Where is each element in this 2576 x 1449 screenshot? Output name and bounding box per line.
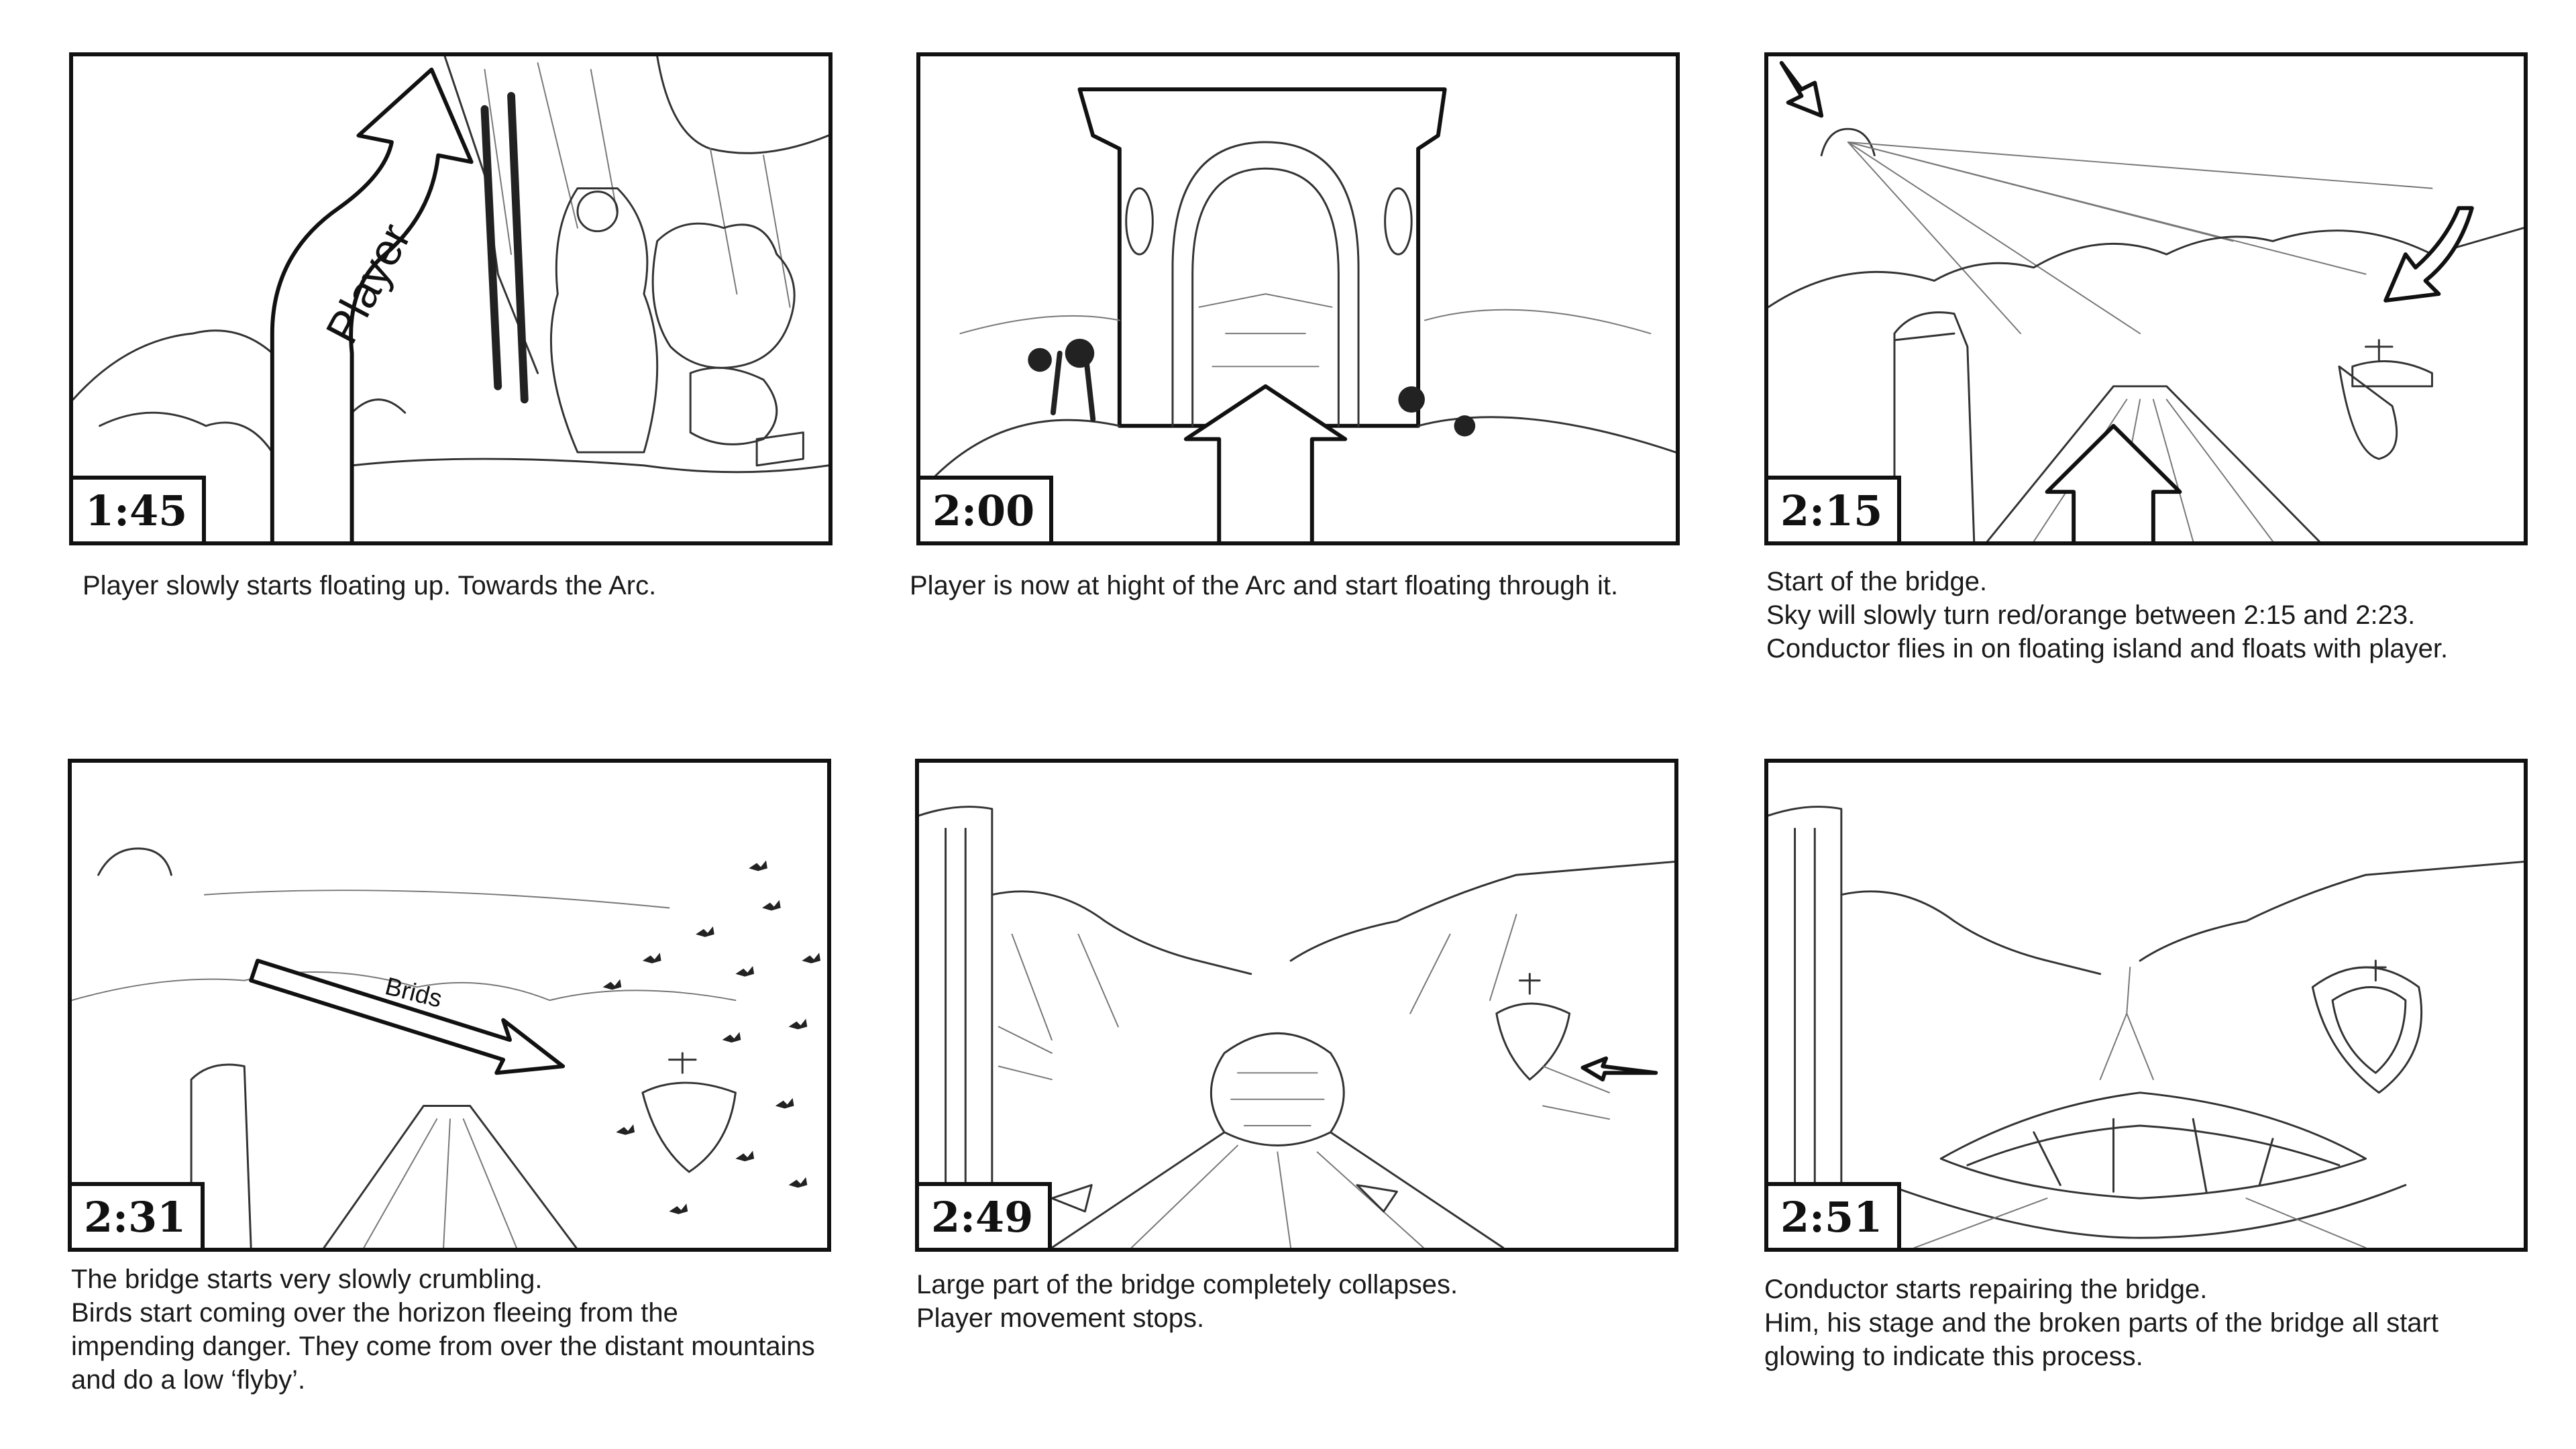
caption-line: Birds start coming over the horizon flee… [71, 1298, 678, 1328]
sketch-bridge-start [1768, 60, 2524, 541]
caption-line: Conductor starts repairing the bridge. [1764, 1275, 2208, 1304]
caption-line: Sky will slowly turn red/orange between … [1766, 600, 2416, 630]
sketch-bridge-repair [1768, 806, 2524, 1248]
panel-6-caption: Conductor starts repairing the bridge. H… [1764, 1273, 2438, 1373]
panel-5-timestamp: 2:49 [919, 1182, 1053, 1248]
caption-line: Player slowly starts floating up. Toward… [83, 571, 657, 600]
caption-line: Player movement stops. [916, 1303, 1205, 1333]
panel-2-caption: Player is now at hight of the Arc and st… [910, 569, 1618, 602]
panel-1-timestamp: 1:45 [73, 476, 207, 541]
storyboard-panel-2: 2:00 [916, 52, 1680, 545]
caption-line: and do a low ‘flyby’. [71, 1365, 306, 1395]
panel-1-caption: Player slowly starts floating up. Toward… [83, 569, 656, 602]
sketch-waterfall-statue: Player [73, 56, 828, 541]
storyboard-panel-3: 2:15 [1764, 52, 2528, 545]
storyboard-panel-4: Brids 2:31 [68, 759, 831, 1252]
storyboard-panel-1: Player 1:45 [69, 52, 833, 545]
caption-line: Start of the bridge. [1766, 567, 1988, 596]
storyboard-panel-6: 2:51 [1764, 759, 2528, 1252]
panel-6-timestamp: 2:51 [1768, 1182, 1902, 1248]
panel-2-timestamp: 2:00 [920, 476, 1054, 541]
sketch-arc-gateway [920, 87, 1676, 541]
panel-5-caption: Large part of the bridge completely coll… [916, 1268, 1458, 1335]
caption-line: impending danger. They come from over th… [71, 1332, 815, 1361]
caption-line: Conductor flies in on floating island an… [1766, 634, 2449, 663]
sketch-birds-flyby: Brids [72, 847, 821, 1248]
panel-3-caption: Start of the bridge. Sky will slowly tur… [1766, 565, 2448, 665]
caption-line: Player is now at hight of the Arc and st… [910, 571, 1619, 600]
sketch-bridge-collapse [919, 806, 1674, 1248]
bird-flock [602, 860, 821, 1214]
caption-line: Him, his stage and the broken parts of t… [1764, 1308, 2438, 1338]
panel-4-caption: The bridge starts very slowly crumbling.… [71, 1263, 815, 1397]
panel-4-timestamp: 2:31 [72, 1182, 205, 1248]
caption-line: Large part of the bridge completely coll… [916, 1270, 1458, 1299]
caption-line: glowing to indicate this process. [1764, 1342, 2143, 1371]
panel-3-timestamp: 2:15 [1768, 476, 1902, 541]
storyboard-panel-5: 2:49 [915, 759, 1678, 1252]
caption-line: The bridge starts very slowly crumbling. [71, 1265, 543, 1294]
